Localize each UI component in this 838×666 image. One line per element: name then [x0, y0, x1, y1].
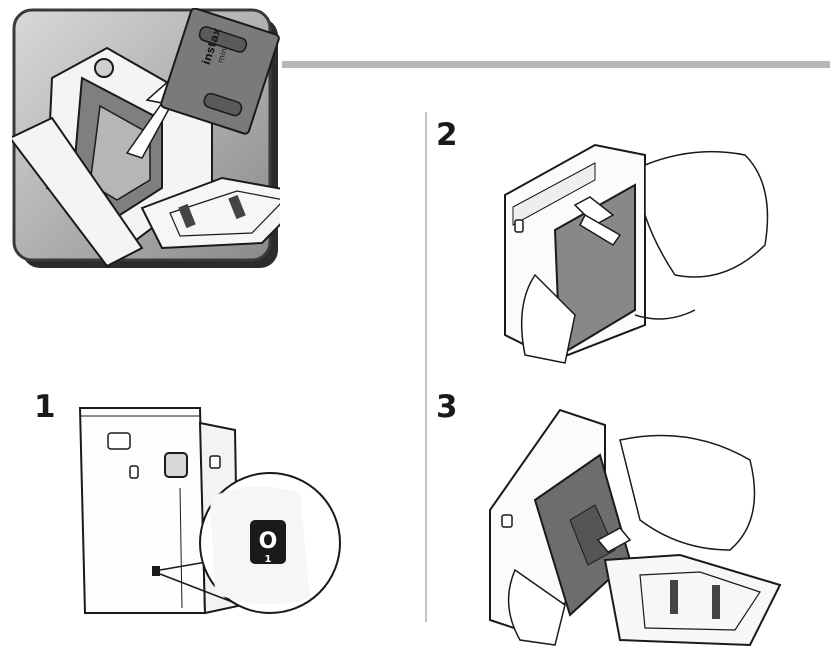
- hero-illustration: instax mini: [12, 8, 280, 268]
- door-button-icon: [250, 520, 286, 564]
- step-number-3: 3: [436, 389, 458, 425]
- door-button-marker: [152, 566, 160, 576]
- header-rule: [282, 61, 830, 68]
- step2-remove-film-illustration: [504, 143, 769, 364]
- viewfinder-icon: [107, 432, 131, 450]
- step-number-2: 2: [436, 117, 458, 153]
- step1-camera-illustration: O 1: [78, 407, 341, 615]
- column-divider: [425, 112, 427, 622]
- step-number-1: 1: [34, 389, 56, 425]
- step3-insert-film-illustration: [489, 408, 782, 647]
- door-button-symbol: O: [259, 529, 278, 554]
- door-button-symbol-sub: 1: [265, 554, 272, 565]
